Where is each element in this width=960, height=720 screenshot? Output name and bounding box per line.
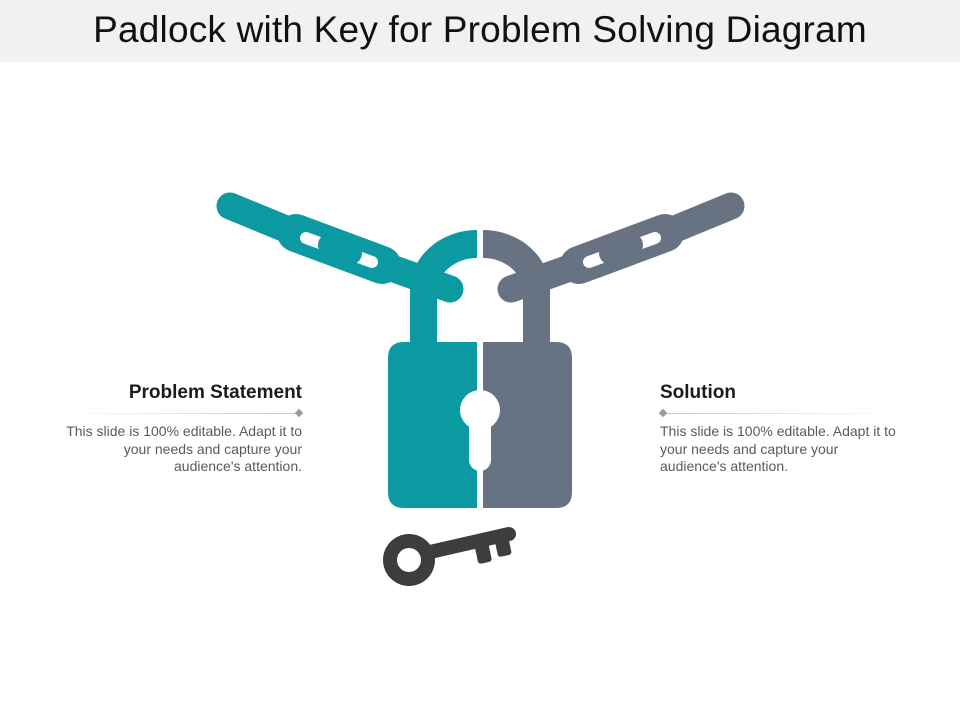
solution-divider (658, 408, 900, 419)
solution-text: This slide is 100% editable. Adapt it to… (660, 423, 896, 474)
key-ring-hole (397, 548, 421, 572)
divider-diamond-icon (294, 408, 304, 418)
solution-heading: Solution (660, 382, 736, 403)
padlock-icon (388, 342, 572, 508)
padlock-shackle (410, 230, 550, 350)
slide-title: Padlock with Key for Problem Solving Dia… (93, 9, 867, 50)
problem-statement-divider (62, 408, 304, 419)
problem-statement-heading: Problem Statement (128, 382, 302, 403)
problem-statement-panel: Problem Statement This slide is 100% edi… (62, 381, 304, 476)
solution-panel: Solution This slide is 100% editable. Ad… (658, 381, 900, 476)
problem-statement-text: This slide is 100% editable. Adapt it to… (66, 423, 302, 474)
keyhole-icon (460, 390, 500, 471)
title-bar (0, 0, 960, 62)
divider-diamond-icon (658, 408, 668, 418)
